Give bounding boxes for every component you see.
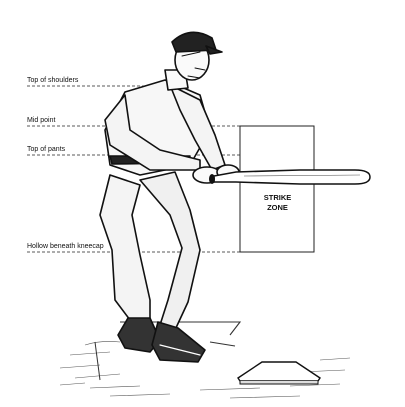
- home-plate: [237, 361, 321, 385]
- top-of-shoulders-label: Top of shoulders: [27, 77, 79, 84]
- strike-zone-line1: STRIKE: [263, 193, 292, 202]
- batter-figure: [99, 31, 240, 363]
- dirt-ground: [59, 321, 351, 399]
- hollow-beneath-kneecap-label: Hollow beneath kneecap: [27, 243, 104, 250]
- mid-point-label: Mid point: [27, 117, 56, 124]
- strike-zone-box: [239, 125, 315, 253]
- strike-zone-line2: ZONE: [267, 203, 288, 212]
- baseball-bat: [209, 169, 371, 185]
- top-of-pants-label: Top of pants: [27, 146, 66, 153]
- strike-zone-label: STRIKE ZONE: [241, 193, 314, 213]
